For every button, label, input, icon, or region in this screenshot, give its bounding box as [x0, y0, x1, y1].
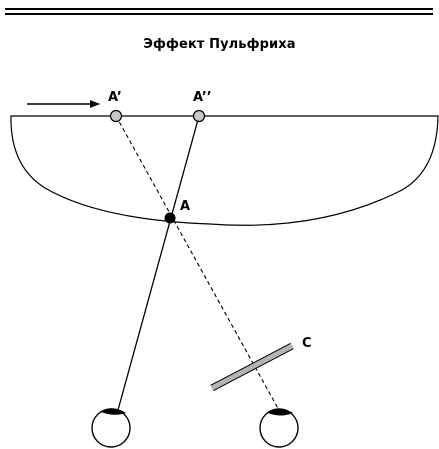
label-a: A — [180, 199, 190, 214]
solid-sight-line — [118, 116, 199, 410]
apparent-position-a-double-prime — [194, 111, 205, 122]
apparent-position-a-prime — [111, 111, 122, 122]
label-a-prime: A’ — [108, 90, 122, 105]
filter-c — [212, 346, 292, 388]
eye-icon — [260, 409, 298, 448]
label-c: C — [302, 336, 312, 351]
real-position-a — [165, 213, 176, 224]
swing-arc — [11, 116, 438, 225]
eye-icon — [92, 408, 130, 447]
label-a-double-prime: A’’ — [193, 90, 212, 105]
